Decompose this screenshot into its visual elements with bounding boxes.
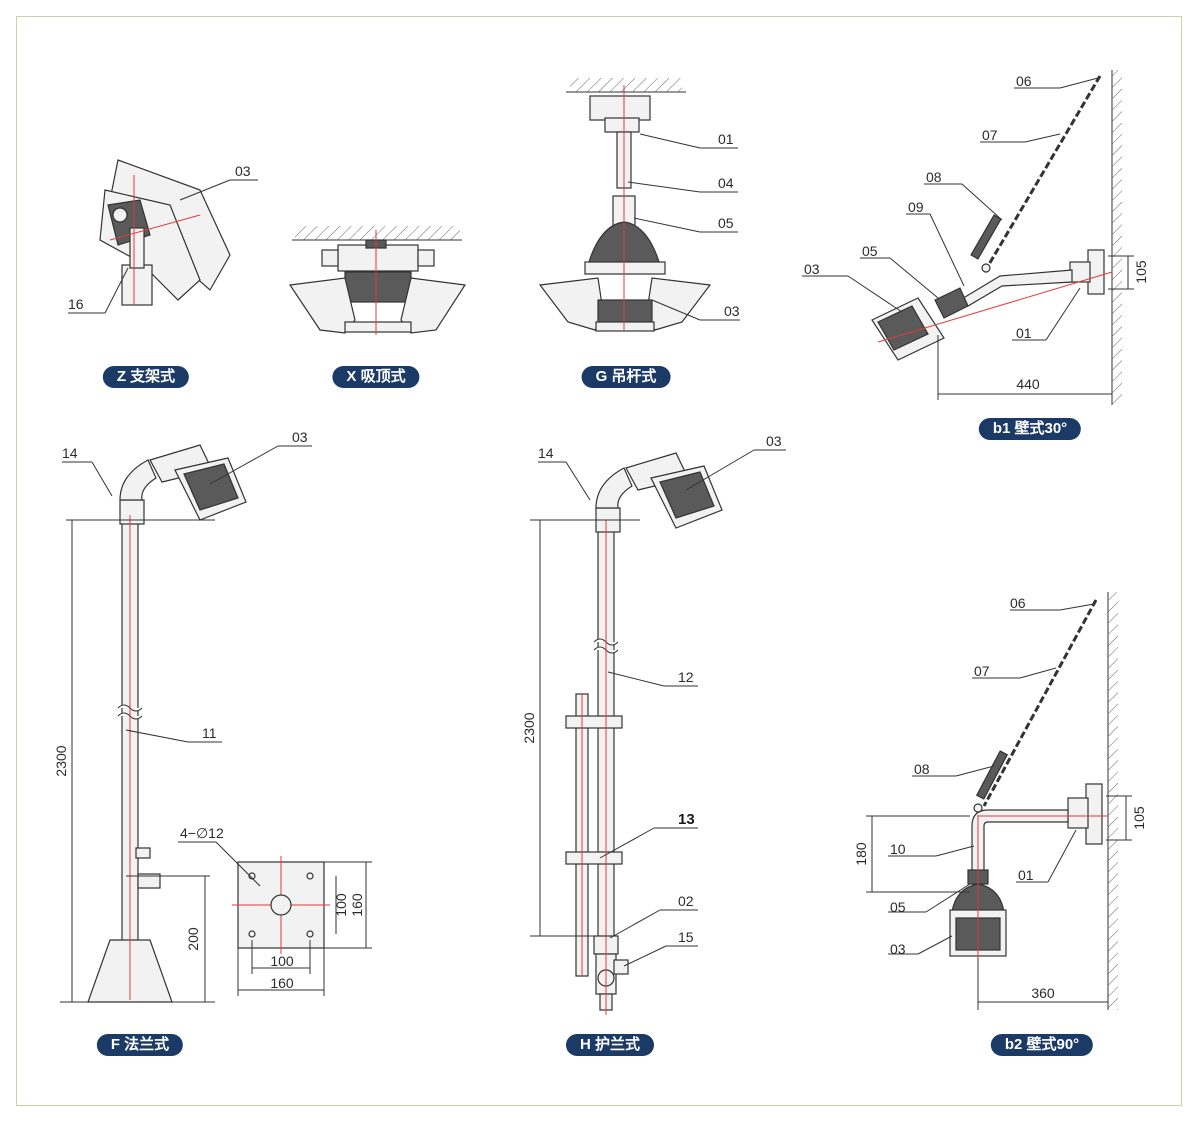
flange-mount-drawing <box>60 444 312 1003</box>
b2-callout-07: 07 <box>974 663 990 679</box>
b1-callout-01: 01 <box>1016 325 1032 341</box>
h-callout-02: 02 <box>678 893 694 909</box>
bracket-mount-drawing <box>68 159 258 314</box>
f-callout-14: 14 <box>62 445 78 461</box>
h-callout-03: 03 <box>766 433 782 449</box>
caption-pendant-mount: G 吊杆式 <box>581 366 671 388</box>
flange-dim-inner: 100 <box>270 953 294 969</box>
wall-mount-90-drawing <box>866 592 1132 1010</box>
z-callout-16: 16 <box>68 296 84 312</box>
b2-callout-06: 06 <box>1010 595 1026 611</box>
h-callout-14: 14 <box>538 445 554 461</box>
b1-callout-08: 08 <box>926 169 942 185</box>
f-dim-flange: 200 <box>185 927 201 951</box>
flange-dim-outer-v: 160 <box>349 893 365 917</box>
z-callout-03: 03 <box>235 163 251 179</box>
g-callout-03: 03 <box>724 303 740 319</box>
flange-dim-inner-v: 100 <box>333 893 349 917</box>
g-callout-01: 01 <box>718 131 734 147</box>
caption-guardrail-mount: H 护兰式 <box>565 1034 655 1056</box>
b1-callout-06: 06 <box>1016 73 1032 89</box>
h-callout-12: 12 <box>678 669 694 685</box>
caption-flange-mount: F 法兰式 <box>96 1034 184 1056</box>
caption-ceiling-mount: X 吸顶式 <box>332 366 420 388</box>
b1-callout-03: 03 <box>804 261 820 277</box>
ceiling-mount-drawing <box>288 226 467 335</box>
b2-dim-drop: 180 <box>853 842 869 866</box>
wall-mount-30-drawing <box>802 70 1134 405</box>
pendant-mount-drawing <box>538 78 740 332</box>
drawing-frame <box>16 16 1182 1106</box>
g-callout-05: 05 <box>718 215 734 231</box>
b2-dim-width: 360 <box>1031 985 1055 1001</box>
b1-dim-height: 105 <box>1133 260 1149 284</box>
h-dim-height: 2300 <box>521 712 537 743</box>
caption-wall-mount-90: b2 壁式90° <box>990 1034 1094 1056</box>
b1-callout-09: 09 <box>908 199 924 215</box>
b2-callout-01: 01 <box>1018 867 1034 883</box>
b2-callout-08: 08 <box>914 761 930 777</box>
flange-plate-detail <box>178 841 372 996</box>
b1-dim-width: 440 <box>1016 376 1040 392</box>
h-callout-15: 15 <box>678 929 694 945</box>
caption-wall-mount-30: b1 壁式30° <box>978 418 1082 440</box>
guardrail-mount-drawing <box>530 449 786 1015</box>
b2-callout-10: 10 <box>890 841 906 857</box>
f-callout-11: 11 <box>202 725 217 741</box>
flange-dim-outer: 160 <box>270 975 294 991</box>
b2-callout-05: 05 <box>890 899 906 915</box>
f-dim-height: 2300 <box>53 745 69 776</box>
caption-bracket-mount: Z 支架式 <box>102 366 190 388</box>
b1-callout-07: 07 <box>982 127 998 143</box>
f-callout-03: 03 <box>292 429 308 445</box>
h-callout-13: 13 <box>678 811 695 828</box>
b2-callout-03: 03 <box>890 941 906 957</box>
flange-dim-holes: 4−∅12 <box>180 825 224 841</box>
g-callout-04: 04 <box>718 175 734 191</box>
b1-callout-05: 05 <box>862 243 878 259</box>
b2-dim-height: 105 <box>1131 806 1147 830</box>
